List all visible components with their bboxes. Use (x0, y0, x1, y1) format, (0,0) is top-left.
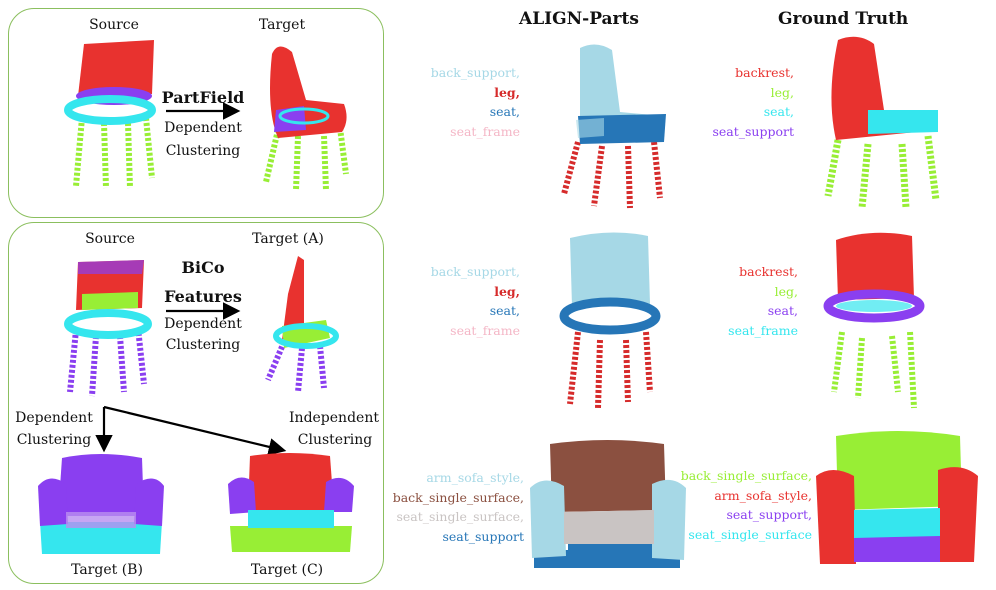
part-label: seat, (767, 303, 798, 318)
source-label-top: Source (89, 17, 139, 33)
part-label: leg, (494, 283, 520, 299)
independent-label-1: Independent (289, 410, 379, 426)
row2-ground-truth-list: backrest, leg, seat, seat_frame (680, 262, 798, 340)
part-label: arm_sofa_style, (714, 487, 812, 503)
part-label: seat_frame (450, 322, 520, 338)
part-label: back_single_surface, (392, 489, 524, 505)
part-label: seat_support (712, 123, 794, 139)
target-b-label: Target (B) (71, 562, 143, 578)
part-label: backrest, (735, 65, 794, 80)
target-a-chair (265, 256, 339, 393)
part-label: leg, (494, 84, 520, 100)
part-label: seat_single_surface (688, 526, 812, 542)
row3-ground-truth-list: back_single_surface, arm_sofa_style, sea… (672, 466, 812, 544)
row1-ground-truth-chair (824, 36, 940, 209)
row3-align-parts-sofa (530, 440, 686, 568)
row1-ground-truth-list: backrest, leg, seat, seat_support (680, 63, 794, 141)
source-chair-top (64, 40, 156, 189)
part-label: seat, (763, 104, 794, 119)
target-a-label: Target (A) (252, 231, 324, 247)
bico-method-label-1: BiCo (181, 258, 225, 277)
part-label: back_support, (430, 65, 520, 80)
part-label: seat, (489, 303, 520, 318)
part-label: seat_frame (728, 322, 798, 338)
row2-align-parts-chair (559, 232, 661, 409)
source-chair-bottom (64, 260, 152, 397)
part-label: back_single_surface, (680, 468, 812, 483)
row1-align-parts-chair (561, 44, 666, 209)
dependent-label-1: Dependent (15, 410, 93, 426)
part-label: seat_support, (726, 507, 812, 522)
partfield-panel (8, 8, 384, 218)
ground-truth-header: Ground Truth (778, 9, 909, 29)
part-label: seat_single_surface, (396, 509, 524, 524)
part-label: seat, (489, 104, 520, 119)
partfield-desc-2: Clustering (165, 143, 241, 159)
dependent-label-2: Clustering (16, 432, 92, 448)
target-b-sofa (38, 454, 164, 554)
align-parts-header: ALIGN-Parts (519, 9, 639, 29)
row3-ground-truth-sofa (816, 431, 978, 564)
part-label: arm_sofa_style, (426, 470, 524, 485)
bico-method-label-2: Features (164, 287, 242, 306)
part-label: seat_support (442, 528, 524, 544)
bico-desc-1: Dependent (164, 316, 242, 332)
bico-desc-2: Clustering (165, 337, 241, 353)
independent-label-2: Clustering (297, 432, 373, 448)
part-label: leg, (774, 283, 798, 299)
bico-panel (8, 222, 384, 584)
row1-align-parts-list: back_support, leg, seat, seat_frame (400, 63, 520, 141)
branch-diagonal-arrow (103, 405, 287, 456)
row2-ground-truth-chair (823, 232, 925, 409)
source-label-bottom: Source (85, 231, 135, 247)
target-c-sofa (228, 453, 354, 552)
part-label: back_support, (430, 264, 520, 279)
row3-align-parts-list: arm_sofa_style, back_single_surface, sea… (388, 468, 524, 546)
row2-align-parts-list: back_support, leg, seat, seat_frame (400, 262, 520, 340)
target-label-top: Target (258, 17, 306, 33)
partfield-desc-1: Dependent (164, 120, 242, 136)
part-label: seat_frame (450, 123, 520, 139)
part-label: backrest, (739, 264, 798, 279)
target-c-label: Target (C) (250, 562, 324, 578)
target-chair-top (263, 46, 349, 191)
part-label: leg, (770, 84, 794, 100)
